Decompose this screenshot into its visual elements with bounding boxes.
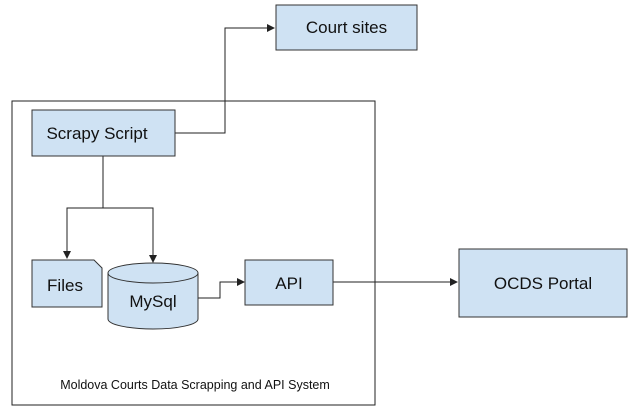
scrapy-script-label: Scrapy Script [46, 124, 147, 143]
court-sites-label: Court sites [306, 18, 387, 37]
node-scrapy-script: Scrapy Script [31, 109, 176, 157]
edge-scrapy-to-mysql [103, 207, 157, 263]
node-files: Files [31, 259, 103, 308]
node-api: API [244, 259, 334, 306]
mysql-label: MySql [129, 292, 176, 311]
api-label: API [275, 274, 302, 293]
edge-scrapy-to-files [63, 156, 104, 259]
edge-mysql-to-api [198, 278, 245, 299]
ocds-portal-label: OCDS Portal [494, 274, 592, 293]
edge-scrapy-to-court-sites [175, 24, 275, 134]
system-container: Moldova Courts Data Scrapping and API Sy… [11, 100, 376, 406]
node-court-sites: Court sites [275, 4, 418, 51]
files-label: Files [47, 276, 83, 295]
container-label: Moldova Courts Data Scrapping and API Sy… [60, 378, 330, 392]
node-mysql: MySql [107, 262, 199, 330]
node-ocds-portal: OCDS Portal [458, 248, 628, 318]
